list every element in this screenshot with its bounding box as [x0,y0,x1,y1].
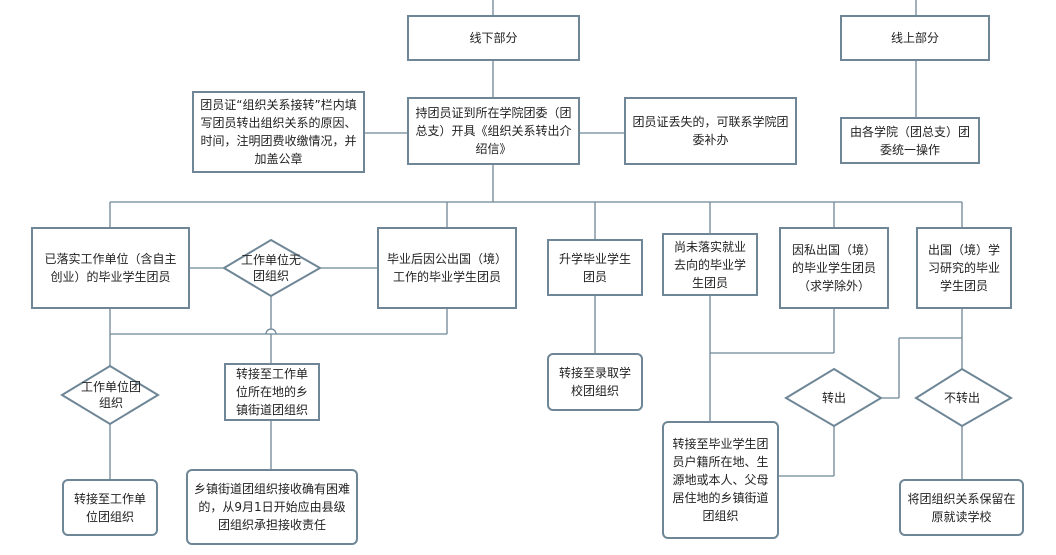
abroad-work-graduates-box: 毕业后因公出国（境）工作的毕业学生团员 [377,227,517,309]
decision-has-org-label: 工作单位团组织 [80,380,141,410]
transfer-to-work-org-box: 转接至工作单位团组织 [62,479,158,536]
decision-transfer-label: 转出 [821,391,846,405]
keep-at-school-box: 将团组织关系保留在原就读学校 [899,479,1024,536]
transfer-to-town-org-box: 转接至工作单位所在地的乡镇街道团组织 [224,363,320,421]
decision-no-org-label: 工作单位无团组织 [240,253,301,283]
membership-card-note-box: 团员证“组织关系接转”栏内填写团员转出组织关系的原因、时间，注明团费收缴情况，并… [192,91,365,173]
decision-has-org-shape [60,364,160,426]
offline-part-box: 线下部分 [407,15,580,61]
private-abroad-graduates-box: 因私出国（境）的毕业学生团员（求学除外） [779,227,889,309]
online-part-box: 线上部分 [840,15,990,61]
online-operation-box: 由各学院（团总支）团委统一操作 [840,117,980,164]
undecided-graduates-box: 尚未落实就业去向的毕业学生团员 [662,233,758,296]
transfer-to-hometown-org-box: 转接至毕业学生团员户籍所在地、生源地或本人、父母居住地的乡镇街道团组织 [662,421,779,539]
employed-graduates-box: 已落实工作单位（含自主创业）的毕业学生团员 [31,227,190,309]
issue-transfer-letter-box: 持团员证到所在学院团委（团总支）开具《组织关系转出介绍信》 [407,97,580,165]
further-study-graduates-box: 升学毕业学生团员 [547,239,643,296]
decision-no-org-shape [222,238,323,298]
transfer-to-school-org-box: 转接至录取学校团组织 [547,353,643,411]
decision-no-transfer-shape [914,367,1013,428]
lost-card-box: 团员证丢失的，可联系学院团委补办 [624,97,797,165]
study-abroad-graduates-box: 出国（境）学习研究的毕业学生团员 [916,227,1012,309]
decision-transfer-shape [784,367,883,428]
county-org-responsibility-box: 乡镇街道团组织接收确有困难的，从9月1日开始应由县级团组织承担接收责任 [186,469,358,545]
decision-no-transfer-label: 不转出 [943,391,980,405]
